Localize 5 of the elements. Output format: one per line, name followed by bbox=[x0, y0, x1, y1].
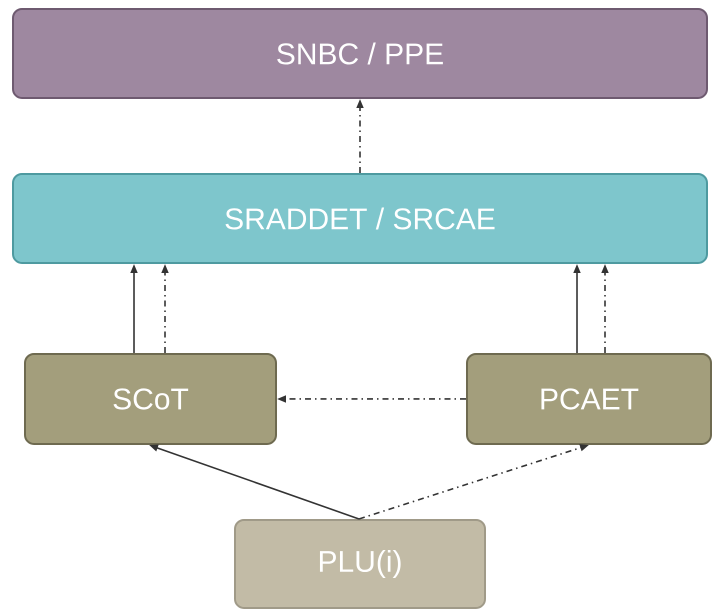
label-box: PCAET bbox=[466, 352, 712, 445]
label-box: SCoT bbox=[24, 352, 277, 445]
label-box: PLU(i) bbox=[234, 518, 486, 609]
label-box: SNBC / PPE bbox=[12, 8, 708, 99]
label-box: SRADDET / SRCAE bbox=[12, 172, 708, 264]
